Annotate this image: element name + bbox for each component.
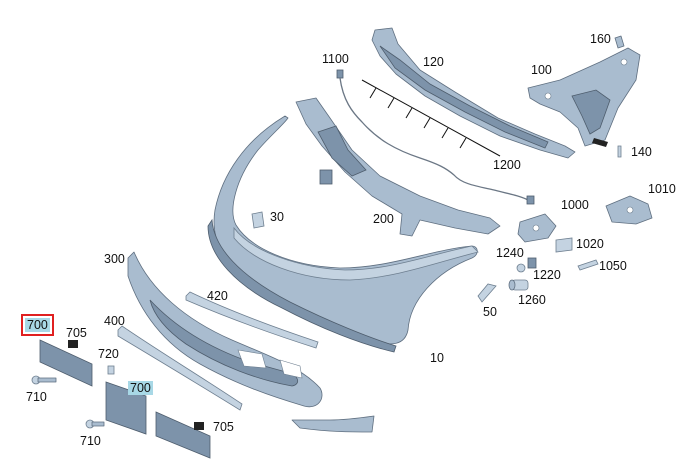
part-700-plate-bottom[interactable] (155, 411, 211, 459)
label-100[interactable]: 100 (531, 63, 552, 77)
label-140[interactable]: 140 (631, 145, 652, 159)
part-705-clip-lower[interactable] (194, 422, 204, 430)
part-700-plate-upper[interactable] (39, 339, 93, 387)
label-700-lower[interactable]: 700 (128, 381, 153, 395)
part-1050-seal[interactable] (577, 259, 599, 271)
label-400[interactable]: 400 (104, 314, 125, 328)
label-710-lower[interactable]: 710 (80, 434, 101, 448)
part-50-trim[interactable] (477, 283, 497, 303)
label-1000[interactable]: 1000 (561, 198, 589, 212)
label-1260[interactable]: 1260 (518, 293, 546, 307)
part-1010-sensor-holder[interactable] (605, 195, 653, 225)
part-420-strip[interactable] (185, 291, 319, 349)
label-700-selected[interactable]: 700 (21, 314, 54, 336)
part-1020-cap[interactable] (555, 237, 573, 253)
label-1100[interactable]: 1100 (322, 52, 349, 66)
part-710-screw-upper[interactable] (31, 375, 57, 385)
part-140-pin[interactable] (617, 145, 622, 158)
label-705-lower[interactable]: 705 (213, 420, 234, 434)
part-1200-sensor-lines (361, 79, 501, 157)
label-120[interactable]: 120 (423, 55, 444, 69)
label-420[interactable]: 420 (207, 289, 228, 303)
label-30[interactable]: 30 (270, 210, 284, 224)
part-705-clip-upper[interactable] (68, 340, 78, 348)
label-1050[interactable]: 1050 (599, 259, 627, 273)
label-160[interactable]: 160 (590, 32, 611, 46)
part-200-carrier[interactable] (295, 97, 501, 237)
label-720[interactable]: 720 (98, 347, 119, 361)
part-710-screw-lower[interactable] (85, 419, 105, 429)
part-10-bumper-cover[interactable] (207, 115, 479, 353)
part-1000-sensor-holder[interactable] (517, 213, 557, 243)
part-100-right-bracket[interactable] (527, 47, 641, 147)
label-705-upper[interactable]: 705 (66, 326, 87, 340)
label-710-upper[interactable]: 710 (26, 390, 47, 404)
label-50[interactable]: 50 (483, 305, 497, 319)
part-1220-connector[interactable] (527, 257, 537, 269)
part-1100-wiring-harness[interactable] (336, 69, 535, 205)
part-300-grille[interactable] (127, 251, 323, 408)
part-140-clip[interactable] (592, 138, 608, 147)
part-160-screw[interactable] (614, 35, 625, 49)
part-1240-ring[interactable] (516, 263, 526, 273)
part-1260-sensor[interactable] (508, 279, 529, 291)
part-lower-spoiler[interactable] (291, 415, 375, 433)
label-1240[interactable]: 1240 (496, 246, 524, 260)
label-1010[interactable]: 1010 (648, 182, 676, 196)
part-720-nut[interactable] (107, 365, 115, 375)
label-1200[interactable]: 1200 (493, 158, 521, 172)
label-1220[interactable]: 1220 (533, 268, 561, 282)
label-10[interactable]: 10 (430, 351, 444, 365)
label-1020[interactable]: 1020 (576, 237, 604, 251)
label-200[interactable]: 200 (373, 212, 394, 226)
label-300[interactable]: 300 (104, 252, 125, 266)
part-400-strip[interactable] (117, 325, 243, 411)
part-120-upper-bracket[interactable] (371, 27, 576, 159)
part-30-clip[interactable] (251, 211, 265, 229)
